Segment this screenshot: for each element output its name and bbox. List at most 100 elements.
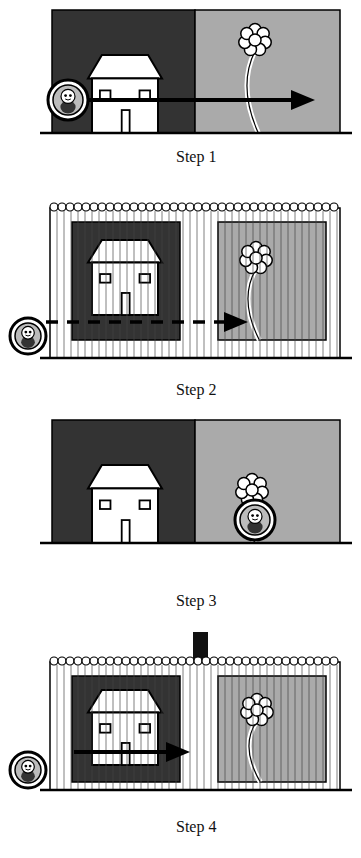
ground-line <box>40 357 352 360</box>
fence-slat <box>239 211 240 358</box>
fence-slat <box>288 665 289 790</box>
fence-scallop <box>66 203 74 211</box>
fence-scallop <box>202 203 210 211</box>
character-eye <box>29 765 32 768</box>
house-window <box>100 90 111 99</box>
fence-scallop <box>330 657 338 665</box>
fence-slat <box>232 665 233 790</box>
fence-slat <box>309 665 310 790</box>
fence-slat <box>295 211 296 358</box>
fence-scallop <box>154 203 162 211</box>
fence-slat <box>281 211 282 358</box>
fence-slat <box>120 211 121 358</box>
fence-slat <box>155 665 156 790</box>
fence-slat <box>330 665 331 790</box>
flower-stem <box>248 269 259 340</box>
flower-stem-outline <box>249 721 260 782</box>
character-eye <box>29 331 32 334</box>
flower <box>239 24 271 134</box>
fence-scallop <box>90 203 98 211</box>
fence-scallop <box>58 203 66 211</box>
fence-slat <box>302 665 303 790</box>
fence-panel <box>50 662 340 790</box>
light-region <box>195 420 340 543</box>
fence-slat <box>78 665 79 790</box>
fence-slat <box>323 665 324 790</box>
house-roof <box>88 55 162 78</box>
light-region <box>218 222 326 340</box>
fence-slat <box>99 211 100 358</box>
fence-slat <box>78 211 79 358</box>
fence-slat <box>183 211 184 358</box>
fence-slat <box>253 211 254 358</box>
fence-slat <box>316 665 317 790</box>
fence-slat <box>120 665 121 790</box>
fence-slat <box>113 211 114 358</box>
character-token <box>10 318 46 354</box>
fence-scallop <box>50 657 58 665</box>
fence-slat <box>127 211 128 358</box>
fence-slat <box>309 211 310 358</box>
fence-scallop <box>98 657 106 665</box>
house-window <box>140 90 151 99</box>
light-region <box>218 676 326 782</box>
character-mouth <box>65 99 71 100</box>
fence-slat <box>197 211 198 358</box>
fence-slat <box>239 665 240 790</box>
arrow-head <box>291 90 315 110</box>
fence-slat <box>225 211 226 358</box>
house-roof <box>88 465 162 488</box>
character-token <box>48 80 88 120</box>
fence-scallop <box>194 203 202 211</box>
character-mouth <box>25 769 30 771</box>
token-face <box>15 757 41 783</box>
house-door <box>122 110 130 133</box>
fence-slat <box>155 211 156 358</box>
fence-scallop <box>282 203 290 211</box>
fence-slat <box>85 211 86 358</box>
character-head <box>22 760 35 773</box>
fence-scallop <box>218 203 226 211</box>
fence-scallop <box>162 203 170 211</box>
token-ring <box>10 318 46 354</box>
character-eye <box>24 765 27 768</box>
token-face <box>240 505 270 535</box>
character-eye <box>69 94 72 97</box>
fence-scallop <box>210 203 218 211</box>
flower-stem <box>247 51 258 133</box>
fence-scallop <box>266 203 274 211</box>
house <box>88 465 162 543</box>
fence-slat <box>204 665 205 790</box>
fence-scallop <box>322 203 330 211</box>
fence-slat <box>127 665 128 790</box>
fence-slat <box>323 211 324 358</box>
fence-scallop <box>298 203 306 211</box>
fence-scallop <box>122 203 130 211</box>
fence-scallop <box>130 657 138 665</box>
fence-scallop <box>242 657 250 665</box>
fence-slat <box>232 211 233 358</box>
fence-slat <box>99 665 100 790</box>
fence-scallop <box>242 203 250 211</box>
fence-scallop <box>314 203 322 211</box>
token-ring <box>235 500 275 540</box>
fence-scallop <box>186 203 194 211</box>
fence-slat <box>288 211 289 358</box>
fence-slat <box>337 211 338 358</box>
fence-scallop <box>250 203 258 211</box>
fence-scallop <box>218 657 226 665</box>
fence-slat <box>169 665 170 790</box>
fence-slat <box>211 211 212 358</box>
ground-line <box>40 789 352 792</box>
fence-scallop <box>74 657 82 665</box>
fence-slat <box>211 665 212 790</box>
fence-scallop <box>98 203 106 211</box>
fence-slat <box>225 665 226 790</box>
fence-scallop <box>178 657 186 665</box>
fence-scallop <box>66 657 74 665</box>
fence-slat <box>190 211 191 358</box>
fence-scallop <box>258 203 266 211</box>
fence-scallop <box>322 657 330 665</box>
fence-scallop <box>130 203 138 211</box>
fence-slat <box>92 211 93 358</box>
